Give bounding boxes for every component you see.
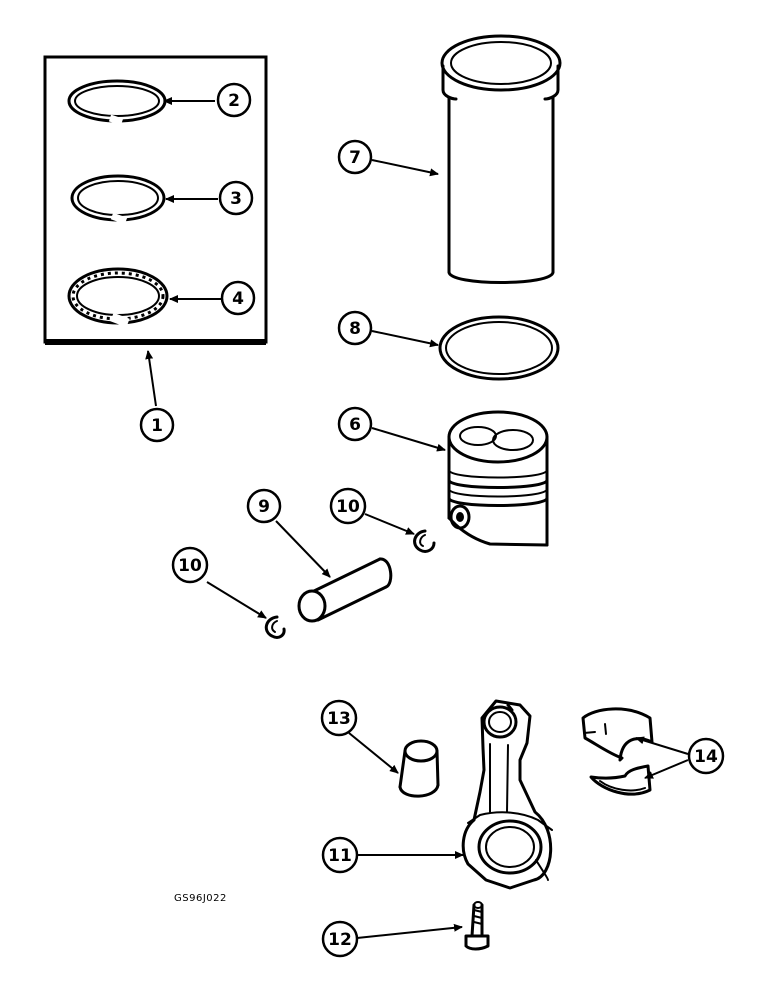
leader-14b <box>644 759 689 779</box>
oil-control-ring <box>67 267 169 328</box>
callout-2-label: 2 <box>228 91 240 111</box>
piston <box>447 410 549 547</box>
callout-8: 8 <box>337 310 373 346</box>
callout-4-label: 4 <box>232 289 244 309</box>
piston-ring-set <box>43 55 268 345</box>
leader-10b <box>206 581 267 619</box>
callout-11: 11 <box>321 836 359 874</box>
callout-3: 3 <box>218 180 254 216</box>
callout-9: 9 <box>246 488 282 524</box>
leader-1 <box>145 350 157 407</box>
callout-14: 14 <box>687 737 725 775</box>
callout-8-label: 8 <box>349 319 361 339</box>
liner-seal-ring <box>438 315 560 381</box>
circlip-left <box>264 615 286 639</box>
leader-lines <box>145 97 689 939</box>
callout-7: 7 <box>337 139 373 175</box>
leader-13 <box>348 732 399 774</box>
callout-9-label: 9 <box>258 497 270 517</box>
leader-9 <box>275 520 331 578</box>
leader-14a <box>635 736 689 755</box>
leader-12 <box>356 923 463 939</box>
callout-14-label: 14 <box>694 747 718 767</box>
callout-4: 4 <box>220 280 256 316</box>
circlip-right <box>413 529 436 553</box>
piston-pin <box>297 557 393 623</box>
callout-10-upper-label: 10 <box>336 497 360 517</box>
callout-10-lower-label: 10 <box>178 556 202 576</box>
callout-3-label: 3 <box>230 189 242 209</box>
callout-12-label: 12 <box>328 930 352 950</box>
callout-6-label: 6 <box>349 415 361 435</box>
cylinder-liner <box>440 34 562 284</box>
callout-13-label: 13 <box>327 709 351 729</box>
callout-7-label: 7 <box>349 148 361 168</box>
second-compression-ring <box>70 174 166 225</box>
callout-1-label: 1 <box>151 416 163 436</box>
callout-1: 1 <box>139 407 175 443</box>
callout-2: 2 <box>216 82 252 118</box>
callout-10-lower: 10 <box>171 546 209 584</box>
callout-6: 6 <box>337 406 373 442</box>
callout-11-label: 11 <box>328 846 352 866</box>
leader-7 <box>371 159 439 177</box>
leader-10a <box>364 513 415 535</box>
callout-10-upper: 10 <box>329 487 367 525</box>
callout-12: 12 <box>321 920 359 958</box>
drawing-reference-code: GS96J022 <box>174 893 227 904</box>
connecting-rod <box>461 699 553 890</box>
small-end-bushing <box>398 739 440 798</box>
top-compression-ring <box>67 79 167 126</box>
rod-bolt <box>464 901 490 951</box>
leader-6 <box>371 427 446 452</box>
callout-13: 13 <box>320 699 358 737</box>
connecting-rod-bearing-shells <box>581 707 654 796</box>
leader-8 <box>371 330 439 348</box>
